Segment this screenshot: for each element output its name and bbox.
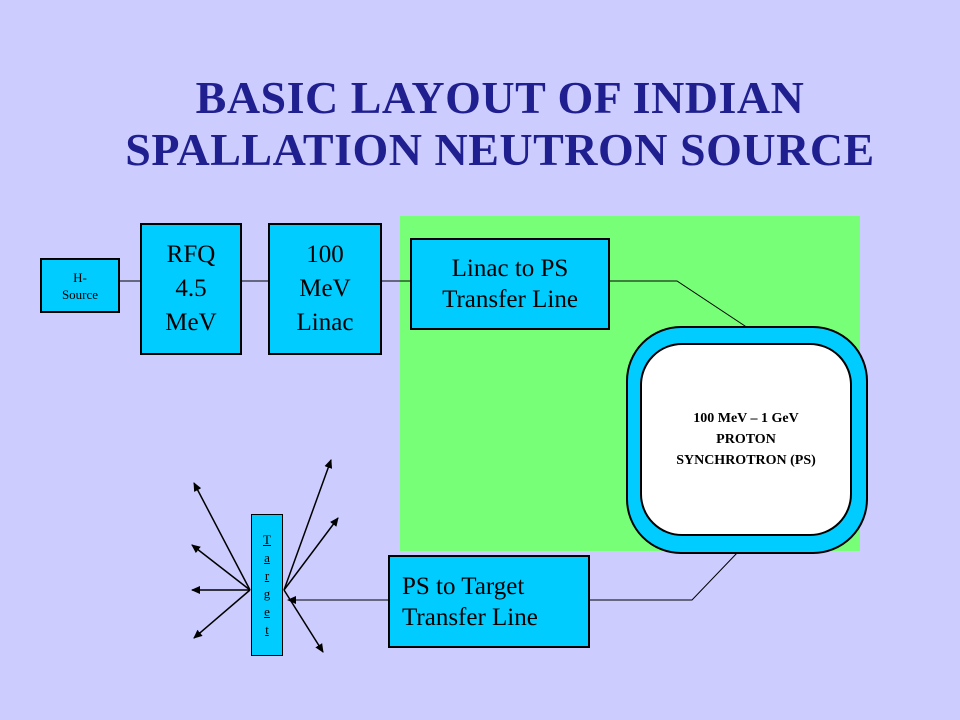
ps-to-target-label: PS to Target Transfer Line <box>402 572 538 631</box>
title-line-2: SPALLATION NEUTRON SOURCE <box>125 124 875 175</box>
linac-label: 100 MeV Linac <box>296 241 354 336</box>
target-block: Target <box>251 514 283 656</box>
synchrotron-label-2: PROTON <box>716 432 776 447</box>
scatter-arrow-right-1 <box>283 459 333 591</box>
rfq-block: RFQ 4.5 MeV <box>140 223 242 355</box>
ps-to-target-transfer-line-block: PS to Target Transfer Line <box>388 555 590 648</box>
synchrotron-label-1: 100 MeV – 1 GeV <box>693 411 799 426</box>
title-line-1: BASIC LAYOUT OF INDIAN <box>195 72 805 123</box>
h-source-label: H- Source <box>61 269 99 302</box>
rfq-label: RFQ 4.5 MeV <box>165 241 217 336</box>
scatter-arrows <box>191 459 339 653</box>
synchrotron-block: 100 MeV – 1 GeV PROTON SYNCHROTRON (PS) <box>640 343 852 536</box>
connector-transfer-ps <box>610 280 749 329</box>
connector-ps-target-line <box>590 551 739 601</box>
page-title: BASIC LAYOUT OF INDIAN SPALLATION NEUTRO… <box>0 72 960 176</box>
scatter-arrow-right-2 <box>283 517 339 591</box>
linac-to-ps-label: Linac to PS Transfer Line <box>442 255 578 313</box>
target-label: Target <box>263 532 271 637</box>
scatter-arrow-left-4 <box>193 589 251 639</box>
synchrotron-label-3: SYNCHROTRON (PS) <box>676 453 816 468</box>
scatter-arrow-left-2 <box>191 544 251 591</box>
h-source-block: H- Source <box>40 258 120 313</box>
linac-block: 100 MeV Linac <box>268 223 382 355</box>
scatter-arrow-left-1 <box>193 482 251 591</box>
scatter-arrow-right-3 <box>283 589 324 653</box>
linac-to-ps-transfer-line-block: Linac to PS Transfer Line <box>410 238 610 330</box>
